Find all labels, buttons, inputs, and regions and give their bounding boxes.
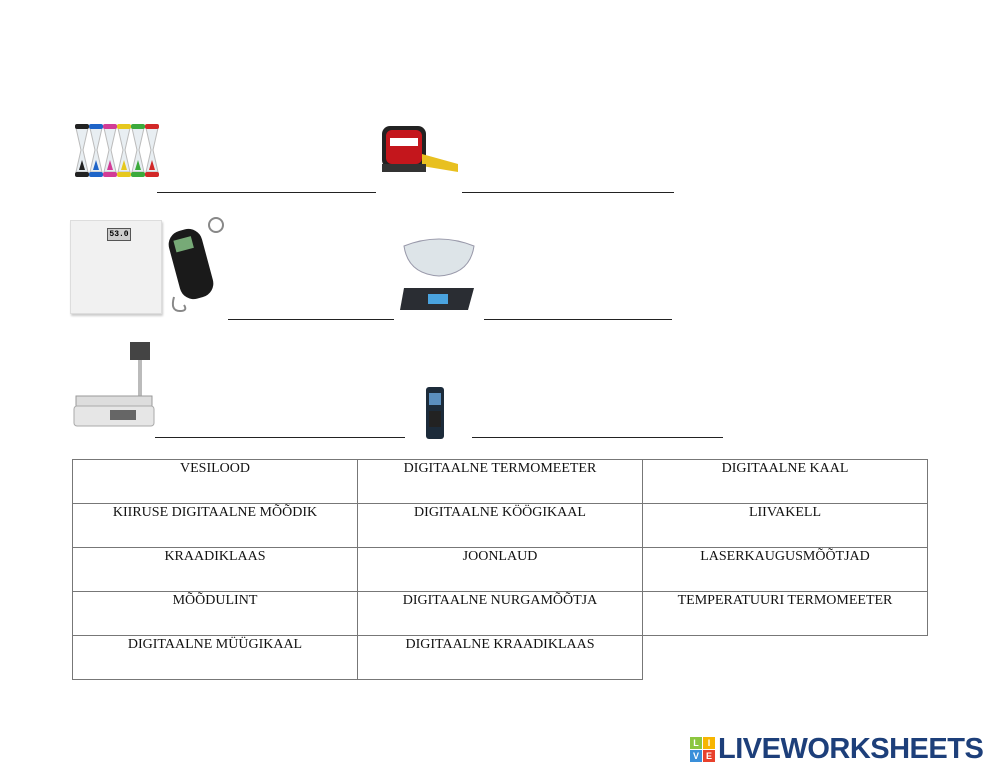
word-cell: TEMPERATUURI TERMOMEETER: [642, 591, 928, 636]
answer-field-1[interactable]: [157, 178, 376, 193]
hourglass-sand: [93, 160, 99, 170]
table-row: VESILOOD DIGITAALNE TERMOMEETER DIGITAAL…: [72, 459, 928, 504]
liveworksheets-logo: L I V E LIVEWORKSHEETS: [690, 733, 984, 766]
table-row: MÕÕDULINT DIGITAALNE NURGAMÕÕTJA TEMPERA…: [72, 591, 928, 636]
word-cell: DIGITAALNE MÜÜGIKAAL: [72, 635, 358, 680]
answer-field-6[interactable]: [472, 423, 723, 438]
hanging-scale-image: [168, 217, 224, 313]
shop-scale-image: [73, 342, 155, 427]
answer-field-4[interactable]: [484, 305, 672, 320]
hourglass-cap: [145, 124, 159, 129]
empty-cell: [642, 635, 928, 680]
hourglass-cap: [103, 172, 117, 177]
hourglass-cap: [75, 124, 89, 129]
scale-display: 53.0: [107, 228, 131, 241]
hourglass-sand: [107, 160, 113, 170]
word-cell: DIGITAALNE KÖÖGIKAAL: [357, 503, 643, 548]
logo-letter: E: [703, 750, 715, 762]
word-bank-table: VESILOOD DIGITAALNE TERMOMEETER DIGITAAL…: [72, 459, 928, 680]
answer-field-2[interactable]: [462, 178, 674, 193]
word-cell: DIGITAALNE KAAL: [642, 459, 928, 504]
bathroom-scale-image: 53.0: [70, 220, 162, 314]
kitchen-scale-image: [400, 238, 475, 310]
answer-field-3[interactable]: [228, 305, 394, 320]
logo-letter: I: [703, 737, 715, 749]
laser-distance-meter-image: [426, 387, 444, 439]
logo-letter: V: [690, 750, 702, 762]
word-cell: VESILOOD: [72, 459, 358, 504]
table-row: KRAADIKLAAS JOONLAUD LASERKAUGUSMÕÕTJAD: [72, 547, 928, 592]
word-cell: KIIRUSE DIGITAALNE MÕÕDIK: [72, 503, 358, 548]
hourglasses-image: [75, 124, 159, 177]
answer-field-5[interactable]: [155, 423, 405, 438]
hourglass-sand: [135, 160, 141, 170]
word-cell: LIIVAKELL: [642, 503, 928, 548]
hourglass-cap: [75, 172, 89, 177]
table-row: DIGITAALNE MÜÜGIKAAL DIGITAALNE KRAADIKL…: [72, 635, 928, 680]
hourglass-cap: [117, 124, 131, 129]
word-cell: KRAADIKLAAS: [72, 547, 358, 592]
hourglass-cap: [131, 172, 145, 177]
word-cell: DIGITAALNE NURGAMÕÕTJA: [357, 591, 643, 636]
tape-measure-image: [382, 126, 458, 172]
logo-text: LIVEWORKSHEETS: [718, 733, 984, 765]
word-cell: JOONLAUD: [357, 547, 643, 592]
word-cell: LASERKAUGUSMÕÕTJAD: [642, 547, 928, 592]
hourglass-cap: [89, 124, 103, 129]
word-cell: MÕÕDULINT: [72, 591, 358, 636]
hourglass-cap: [117, 172, 131, 177]
word-cell: DIGITAALNE KRAADIKLAAS: [357, 635, 643, 680]
hourglass-cap: [131, 124, 145, 129]
hourglass-sand: [79, 160, 85, 170]
hourglass-sand: [149, 160, 155, 170]
hourglass-sand: [121, 160, 127, 170]
hourglass-cap: [89, 172, 103, 177]
word-cell: DIGITAALNE TERMOMEETER: [357, 459, 643, 504]
logo-letter: L: [690, 737, 702, 749]
logo-squares-icon: L I V E: [690, 737, 715, 762]
hourglass-cap: [103, 124, 117, 129]
hourglass-cap: [145, 172, 159, 177]
table-row: KIIRUSE DIGITAALNE MÕÕDIK DIGITAALNE KÖÖ…: [72, 503, 928, 548]
